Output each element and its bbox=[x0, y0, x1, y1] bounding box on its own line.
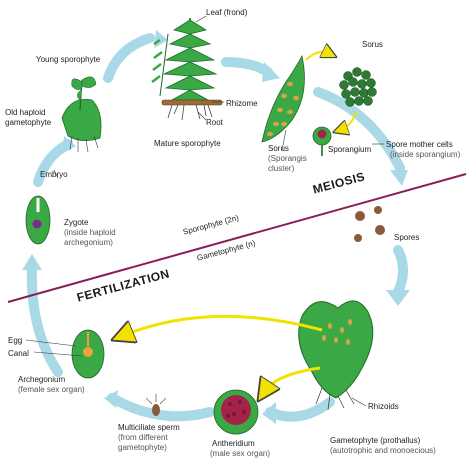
cycle-arrow-top-right bbox=[221, 57, 273, 77]
label-from-different: (from different bbox=[118, 433, 168, 442]
label-rhizoids: Rhizoids bbox=[368, 402, 399, 411]
label-sorus: Sorus bbox=[268, 144, 289, 153]
label-young-sporophyte: Young sporophyte bbox=[36, 55, 101, 64]
meiosis-divider-line bbox=[7, 173, 467, 303]
label-autotrophic: (autotrophic and monoecious) bbox=[330, 446, 436, 455]
cycle-arrows bbox=[26, 33, 408, 422]
multiciliate-sperm bbox=[145, 394, 167, 416]
cycle-arrow-bottom-right bbox=[265, 397, 335, 422]
cycle-arrowhead bbox=[386, 290, 410, 306]
label-old-haploid: Old haploid bbox=[5, 108, 46, 117]
archegonium-organ bbox=[71, 329, 105, 379]
sorus-yellow-arrows bbox=[305, 52, 357, 130]
label-rhizome: Rhizome bbox=[226, 99, 258, 108]
gametophyte-yellow-arrows bbox=[122, 314, 323, 392]
label-spore-mother-cells: Spore mother cells bbox=[386, 140, 453, 149]
label-gametophyte-word: gametophyte bbox=[5, 118, 52, 127]
cycle-arrow-right-upper bbox=[313, 87, 405, 173]
zygote-archegonium bbox=[25, 195, 51, 245]
cycle-arrow-top-left bbox=[103, 33, 155, 83]
prothallus-gametophyte bbox=[298, 300, 374, 411]
cycle-arrowhead bbox=[62, 136, 76, 154]
antheridium-organ bbox=[213, 389, 259, 435]
label-root: Root bbox=[206, 118, 223, 127]
label-inside-haploid: (inside haploid bbox=[64, 228, 116, 237]
sporangium bbox=[312, 126, 332, 156]
leader-lines bbox=[25, 15, 384, 407]
label-leaf-frond: Leaf (frond) bbox=[206, 8, 248, 17]
label-cluster-paren: cluster) bbox=[268, 164, 295, 173]
label-egg: Egg bbox=[8, 336, 23, 345]
label-sporangis-paren: (Sporangis bbox=[268, 154, 307, 163]
label-male-sex-organ: (male sex organ) bbox=[210, 449, 271, 458]
label-sorus-top: Sorus bbox=[362, 40, 383, 49]
label-embryo: Embryo bbox=[40, 170, 68, 179]
sorus-pinna bbox=[261, 54, 305, 143]
label-zygote: Zygote bbox=[64, 218, 89, 227]
label-gametophyte-paren: gametophyte) bbox=[118, 443, 167, 452]
label-inside-sporangium: (inside sporangium) bbox=[390, 150, 461, 159]
label-archegonium-paren: archegonium) bbox=[64, 238, 113, 247]
young-sporophyte-plant bbox=[61, 76, 102, 153]
label-female-sex-organ: (female sex organ) bbox=[18, 385, 85, 394]
cycle-arrowhead bbox=[22, 254, 42, 270]
cycle-arrowhead bbox=[104, 390, 118, 408]
mature-sporophyte bbox=[151, 18, 223, 121]
label-canal: Canal bbox=[8, 349, 29, 358]
cycle-arrowhead bbox=[262, 62, 280, 82]
cycle-arrow-bottom-left bbox=[107, 393, 215, 422]
label-spores: Spores bbox=[394, 233, 420, 242]
label-antheridium: Antheridium bbox=[212, 439, 255, 448]
cycle-arrow-right-lower bbox=[393, 245, 408, 297]
cycle-arrowhead bbox=[390, 170, 408, 186]
cycle-arrow-left-lower bbox=[26, 263, 63, 377]
label-multiciliate-sperm: Multiciliate sperm bbox=[118, 423, 180, 432]
label-archegonium: Archegonium bbox=[18, 375, 66, 384]
sorus-cluster bbox=[339, 67, 377, 107]
cycle-arrowhead bbox=[262, 402, 276, 424]
cycle-arrow-heads bbox=[22, 30, 410, 424]
label-mature-sporophyte: Mature sporophyte bbox=[154, 139, 221, 148]
spores bbox=[354, 206, 385, 242]
cycle-arrowhead bbox=[154, 30, 168, 48]
label-gametophyte-prothallus: Gametophyte (prothallus) bbox=[330, 436, 421, 445]
label-sporangium: Sporangium bbox=[328, 145, 372, 154]
